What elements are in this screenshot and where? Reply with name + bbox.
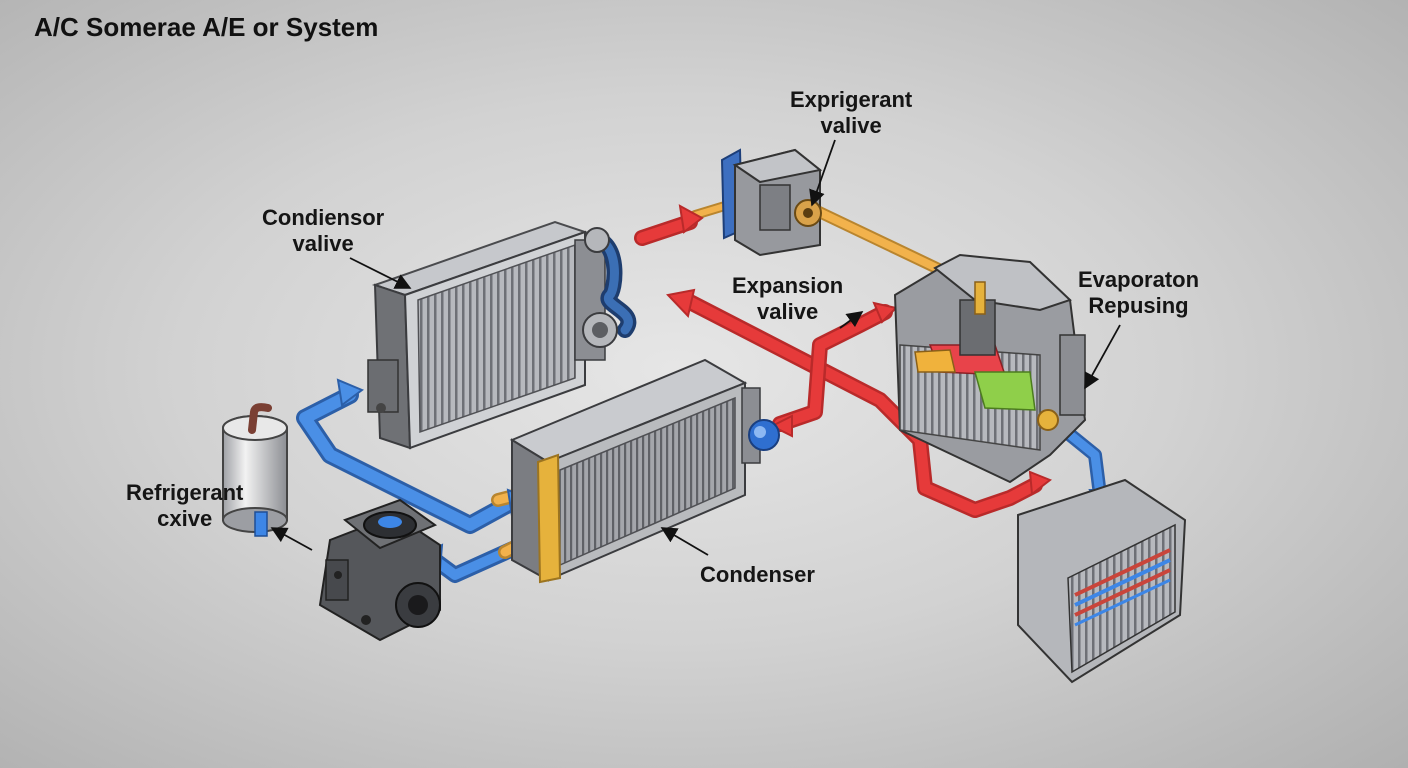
label-refrigerant-drive: Refrigerant cxive bbox=[126, 480, 243, 532]
label-condenser: Condenser bbox=[700, 562, 815, 588]
label-line: valive bbox=[820, 113, 882, 138]
label-line: valive bbox=[292, 231, 354, 256]
upper-condenser bbox=[367, 220, 637, 450]
label-line: Condenser bbox=[700, 562, 815, 587]
label-exprigerant-valve: Exprigerant valive bbox=[790, 87, 912, 139]
arrow-red-top bbox=[678, 204, 704, 234]
label-evaporator-housing: Evaporaton Repusing bbox=[1078, 267, 1199, 319]
blower-icon bbox=[1017, 478, 1187, 684]
leader-expansion-valve bbox=[839, 311, 864, 329]
label-line: Repusing bbox=[1088, 293, 1189, 318]
leader-lines bbox=[270, 139, 1121, 556]
label-line: Refrigerant bbox=[126, 480, 244, 505]
leader-evaporator bbox=[1084, 324, 1121, 390]
leader-condenser bbox=[660, 527, 709, 556]
condenser-unit bbox=[509, 358, 780, 584]
leader-exprigerant-valve bbox=[809, 139, 836, 207]
arrow-red-valve bbox=[872, 301, 898, 324]
label-line: Evaporaton bbox=[1078, 267, 1200, 292]
leader-condensor-valve bbox=[349, 257, 412, 289]
receiver-drier-icon bbox=[222, 403, 288, 537]
arrow-red-left bbox=[666, 288, 696, 319]
label-line: Condiensor bbox=[262, 205, 385, 230]
label-expansion-valve: Expansion valive bbox=[732, 273, 843, 325]
label-line: Expansion bbox=[732, 273, 844, 298]
arrow-red-bottom bbox=[1028, 470, 1052, 496]
label-condensor-valve: Condiensor valive bbox=[262, 205, 384, 257]
label-line: valive bbox=[757, 299, 819, 324]
label-line: Exprigerant bbox=[790, 87, 913, 112]
label-line: cxive bbox=[157, 506, 213, 531]
arrow-blue-top bbox=[336, 378, 364, 407]
compressor-icon bbox=[318, 498, 441, 642]
leader-refrigerant-drive bbox=[270, 527, 313, 551]
arrow-red-condenser bbox=[769, 414, 793, 438]
diagram-title: A/C Somerae A/E or System bbox=[34, 12, 379, 42]
evaporator-icon bbox=[893, 253, 1087, 484]
expansion-valve-block bbox=[720, 148, 823, 257]
